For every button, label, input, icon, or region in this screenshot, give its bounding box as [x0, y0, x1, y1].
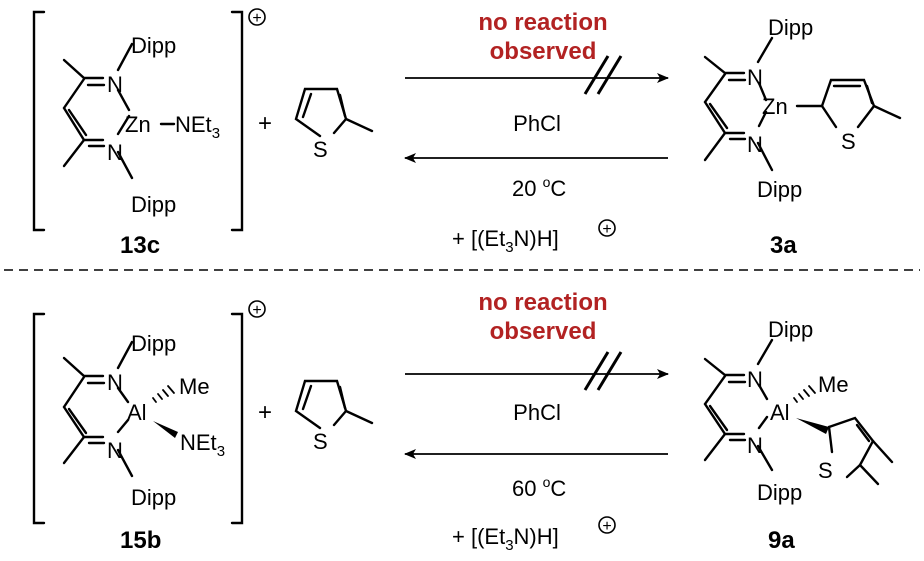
thiophene-s-label: S: [313, 429, 328, 454]
product-label-3a: 3a: [770, 232, 797, 259]
methyl-label: Me: [179, 374, 210, 399]
no-reaction-line2: observed: [490, 38, 597, 65]
charge-symbol: +: [252, 302, 261, 319]
byproduct-label: + [(Et3N)H]: [452, 226, 559, 256]
temperature-label: 20 oC: [512, 174, 566, 201]
top-scheme: N N Dipp Dipp Zn NEt3 + 13c + S no react…: [32, 8, 902, 259]
bottom-scheme: N N Dipp Dipp Al Me NEt3 + 15b + S no re…: [32, 289, 894, 554]
byproduct-label: + [(Et3N)H]: [452, 524, 559, 554]
methylthiophene: [294, 87, 374, 138]
temperature-label: 60 oC: [512, 474, 566, 501]
n-top-label: N: [107, 370, 123, 395]
thiophene-s-label: S: [313, 137, 328, 162]
product-metal-zn: Zn: [762, 94, 788, 119]
product-metal-al: Al: [770, 400, 790, 425]
reactant-13c: [32, 10, 244, 232]
dipp-top-label: Dipp: [131, 33, 176, 58]
metal-zn-label: Zn: [125, 112, 151, 137]
product-n-top: N: [747, 65, 763, 90]
product-9a: [703, 338, 894, 486]
amine-ligand-label: NEt3: [180, 430, 225, 460]
product-3a: [703, 36, 902, 172]
left-bracket: [32, 10, 46, 232]
left-bracket: [32, 312, 46, 525]
product-n-bottom: N: [747, 132, 763, 157]
dipp-bottom-label: Dipp: [131, 192, 176, 217]
right-bracket: [230, 312, 244, 525]
charge-circle: [248, 8, 266, 26]
blocked-mark: [583, 351, 623, 391]
dipp-bottom-label: Dipp: [131, 485, 176, 510]
n-bottom-label: N: [107, 140, 123, 165]
product-dipp-bottom: Dipp: [757, 480, 802, 505]
product-dipp-top: Dipp: [768, 15, 813, 40]
byproduct-charge: +: [602, 221, 611, 238]
product-s-label: S: [818, 458, 833, 483]
no-reaction-line2: observed: [490, 318, 597, 345]
reactant-label-15b: 15b: [120, 527, 161, 554]
byproduct-charge: +: [602, 518, 611, 535]
charge-symbol: +: [252, 10, 261, 27]
reactant-label-13c: 13c: [120, 232, 160, 259]
n-top-label: N: [107, 72, 123, 97]
solid-wedge: [153, 421, 178, 438]
right-bracket: [230, 10, 244, 232]
byproduct-charge-circle: [598, 516, 616, 534]
product-solid-wedge: [796, 418, 829, 434]
product-n-bottom: N: [747, 433, 763, 458]
product-dipp-bottom: Dipp: [757, 177, 802, 202]
product-dipp-top: Dipp: [768, 317, 813, 342]
product-methyl: Me: [818, 372, 849, 397]
n-bottom-label: N: [107, 438, 123, 463]
product-s-label: S: [841, 129, 856, 154]
charge-circle: [248, 300, 266, 318]
solvent-label: PhCl: [513, 400, 561, 425]
no-reaction-line1: no reaction: [478, 289, 607, 316]
amine-ligand-label: NEt3: [175, 112, 220, 142]
blocked-mark: [583, 55, 623, 95]
reactant-15b: [32, 312, 244, 525]
metal-al-label: Al: [127, 400, 147, 425]
solvent-label: PhCl: [513, 111, 561, 136]
product-label-9a: 9a: [768, 527, 795, 554]
methylthiophene: [294, 379, 374, 430]
plus-sign: +: [258, 399, 272, 426]
product-n-top: N: [747, 367, 763, 392]
byproduct-charge-circle: [598, 219, 616, 237]
dipp-top-label: Dipp: [131, 331, 176, 356]
plus-sign: +: [258, 110, 272, 137]
no-reaction-line1: no reaction: [478, 9, 607, 36]
